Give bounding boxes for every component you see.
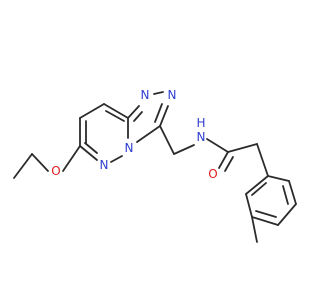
bond-ar-1-2 — [245, 193, 253, 218]
bond-ar-2-3-inner — [255, 210, 277, 218]
atom-nh-amide: N — [197, 130, 206, 144]
bond-co-o-inner — [224, 156, 234, 172]
atom-n-pyridazine: N — [100, 158, 109, 172]
bond-c3-nbridge — [136, 125, 161, 143]
bond-o-c6 — [62, 145, 81, 172]
bond-ar-5-6 — [267, 175, 290, 182]
atom-o-carbonyl: O — [208, 167, 217, 181]
bond-ch2-aryl — [245, 175, 269, 195]
bond-co-o — [218, 151, 229, 169]
atom-labels: N N N N O N H O — [51, 88, 217, 181]
bond-ar-3-4 — [277, 203, 297, 226]
bond-ar-2-3 — [251, 216, 279, 226]
bond-co-ch2 — [227, 143, 258, 153]
bond-methyl — [251, 216, 258, 243]
bond-c8a-n1 — [127, 105, 140, 119]
bond-lines — [13, 91, 297, 243]
bond-c4-c8a — [103, 103, 129, 119]
atom-n-triazole-2: N — [168, 88, 177, 102]
bond-n1-n2 — [153, 91, 164, 95]
bond-c8a-n1-inner — [133, 111, 143, 122]
bond-c3-ch2 — [159, 125, 175, 155]
bond-n2-c3 — [159, 105, 169, 127]
bond-ch2-nh — [173, 144, 195, 155]
bond-n2-c3-inner — [154, 103, 163, 123]
atom-n-bridge: N — [125, 141, 134, 155]
bond-ar-4-5 — [288, 180, 297, 205]
bond-ch2-ch2 — [256, 143, 269, 177]
bond-c5-c4 — [79, 103, 105, 119]
atom-n-triazole-1: N — [141, 88, 150, 102]
bond-ar-6-1-inner — [251, 182, 267, 196]
bond-ar-4-5-inner — [282, 185, 289, 205]
bond-npyr-c6-inner — [84, 142, 98, 154]
bond-ethyl-ch3 — [13, 153, 33, 179]
atom-h-amide: H — [196, 116, 205, 130]
atom-o-ethoxy: O — [51, 164, 60, 178]
bond-ethyl-ch2-o — [31, 153, 49, 172]
bond-nh-co — [206, 138, 229, 153]
bond-c4-c8a-inner — [105, 110, 125, 122]
bond-nbridge-npyr — [110, 155, 123, 163]
bond-npyr-c6 — [79, 145, 98, 161]
molecule-structure: N N N N O N H O — [13, 88, 297, 243]
